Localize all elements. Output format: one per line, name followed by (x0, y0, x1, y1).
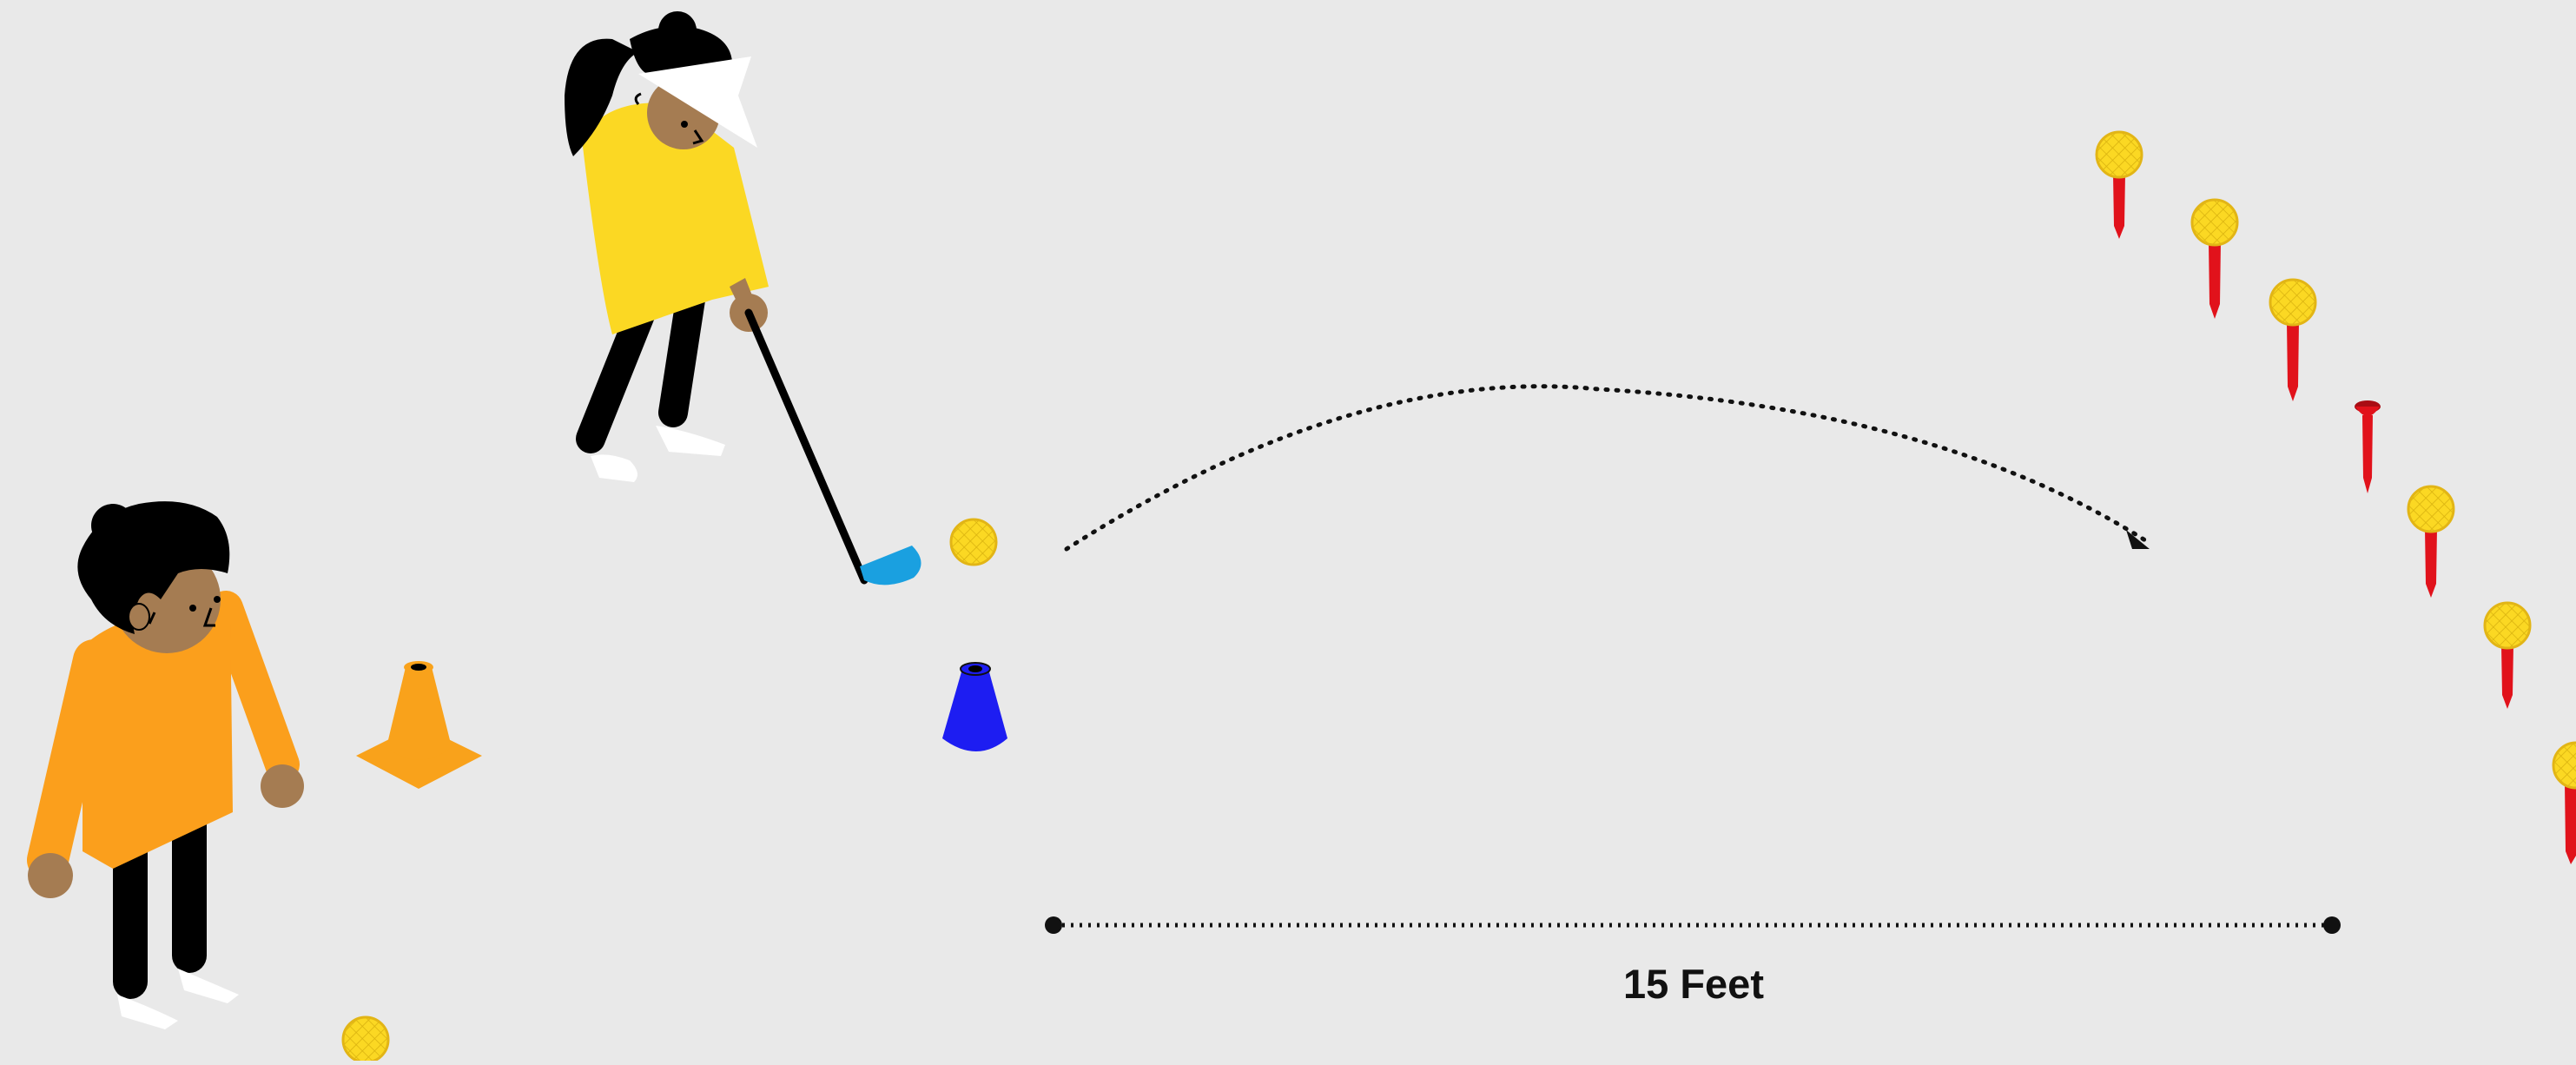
orange-cone (356, 661, 482, 789)
empty-tee (2355, 400, 2381, 493)
coach-boy (28, 501, 304, 1029)
tee-with-ball (2192, 200, 2237, 319)
target-tees (2097, 132, 2576, 864)
golf-ball (951, 519, 996, 565)
flight-arc (1067, 387, 2150, 549)
tee-with-ball (2485, 603, 2530, 709)
tee-with-ball (2270, 280, 2315, 401)
tee-with-ball (2408, 486, 2454, 598)
distance-label: 15 Feet (1607, 960, 1780, 1008)
distance-line (1045, 916, 2341, 934)
tee-with-ball (2097, 132, 2142, 239)
golf-ball-spare (343, 1017, 388, 1061)
golfer-girl (565, 11, 921, 585)
tee-with-ball (2553, 743, 2576, 864)
blue-cone (942, 663, 1007, 751)
